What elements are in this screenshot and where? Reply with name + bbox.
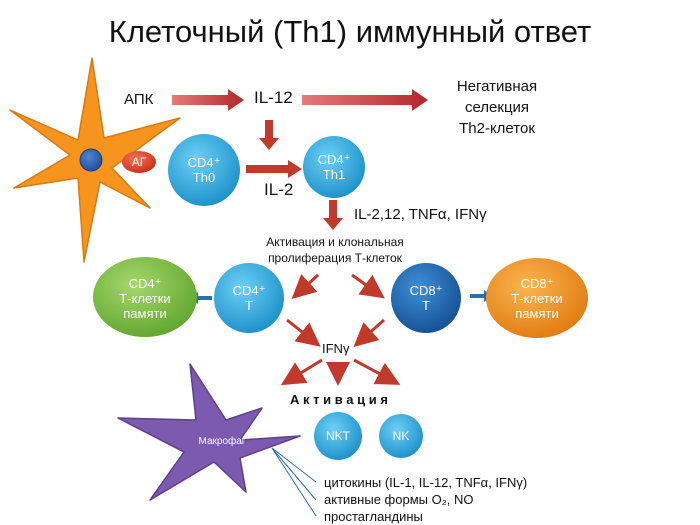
cytokines-top-label: IL-2,12, TNFα, IFNγ	[354, 206, 487, 223]
nk-cell	[379, 414, 423, 458]
cd4-memory-cell	[93, 257, 197, 337]
cd4-th0-label: CD4⁺ Th0	[170, 155, 238, 185]
negative-selection-line-2: селекция	[464, 99, 530, 116]
cd4-memory-line-3: памяти	[123, 306, 167, 321]
cd4-t-line-2: T	[245, 298, 253, 313]
product-reactive-oxygen: активные формы O₂, NO	[324, 492, 474, 507]
negative-selection-line-1: Негативная	[456, 78, 538, 95]
cd8-t-label: CD8⁺ T	[397, 283, 455, 313]
page-title: Клеточный (Th1) иммунный ответ	[108, 14, 592, 49]
cd8-memory-cell	[486, 258, 588, 338]
ag-label: АГ	[131, 155, 147, 169]
cd4-th1-line-2: Th1	[322, 167, 346, 182]
cd8-t-line-1: CD8⁺	[409, 283, 443, 298]
cd4-t-cell	[214, 263, 284, 333]
apc-label: АПК	[124, 91, 154, 108]
cd4-memory-line-1: CD4⁺	[128, 276, 162, 291]
arrow-to-cd8t	[351, 273, 385, 299]
activation-label: А к т и в а ц и я	[290, 392, 388, 407]
ag-antigen-shape	[122, 151, 156, 173]
arrow-apc-to-il12	[172, 89, 244, 111]
activation-proliferation-line-1: Активация и клональная	[266, 235, 404, 249]
arrow-th1-down	[323, 200, 343, 230]
cd8-memory-line-3: памяти	[515, 306, 559, 321]
arrow-ifng-right	[353, 358, 401, 385]
arrow-il12-down	[259, 120, 279, 150]
arrow-macrophage-o2	[271, 447, 317, 501]
arrow-cd4t-to-ifng	[286, 318, 321, 347]
cd4-th0-line-1: CD4⁺	[187, 155, 221, 170]
nkt-label: NKT	[326, 429, 350, 443]
arrow-macrophage-prostaglandins	[271, 447, 317, 517]
arrow-il12-to-selection	[302, 89, 428, 111]
apc-nucleus	[79, 148, 103, 172]
arrow-to-cd4t	[291, 273, 320, 300]
macrophage-shape	[117, 363, 301, 501]
il12-label: IL-12	[254, 88, 293, 107]
nk-label: NK	[392, 429, 410, 443]
arrow-cd8t-to-ifng	[353, 318, 385, 347]
cd4-t-line-1: CD4⁺	[232, 283, 266, 298]
macrophage-products: цитокины (IL-1, IL-12, TNFα, IFNγ) актив…	[324, 474, 527, 525]
cd8-t-cell	[391, 263, 461, 333]
cd8-memory-label: CD8⁺ Т-клетки памяти	[496, 276, 578, 321]
cd4-th1-line-1: CD4⁺	[317, 152, 351, 167]
cd4-th1-cell	[303, 136, 365, 198]
cd4-memory-label: CD4⁺ Т-клетки памяти	[104, 276, 186, 321]
product-cytokines: цитокины (IL-1, IL-12, TNFα, IFNγ)	[324, 475, 528, 490]
il2-label: IL-2	[264, 180, 294, 199]
cd8-memory-line-2: Т-клетки	[511, 291, 563, 306]
negative-selection-line-3: Th2-клеток	[459, 120, 535, 137]
cd8-t-line-2: T	[422, 298, 430, 313]
activation-proliferation-label: Активация и клональная пролиферация Т-кл…	[250, 234, 420, 266]
arrow-ifng-left	[280, 358, 323, 386]
cd4-th0-line-2: Th0	[192, 170, 216, 185]
macrophage-label: Макрофаг	[198, 436, 246, 447]
ifng-label: IFNγ	[322, 341, 350, 356]
negative-selection-label: Негативная селекция Th2-клеток	[432, 76, 562, 139]
cd8-memory-line-1: CD8⁺	[520, 276, 554, 291]
cd4-memory-line-2: Т-клетки	[119, 291, 171, 306]
nkt-cell	[314, 412, 362, 460]
arrow-th0-to-th1	[246, 160, 302, 178]
product-prostaglandins: простагландины	[324, 509, 423, 524]
cd4-t-label: CD4⁺ T	[220, 283, 278, 313]
arrow-macrophage-cytokines	[271, 447, 317, 483]
activation-proliferation-line-2: пролиферация Т-клеток	[268, 251, 402, 265]
cd4-th1-label: CD4⁺ Th1	[304, 152, 364, 182]
cd4-th0-cell	[168, 134, 240, 206]
